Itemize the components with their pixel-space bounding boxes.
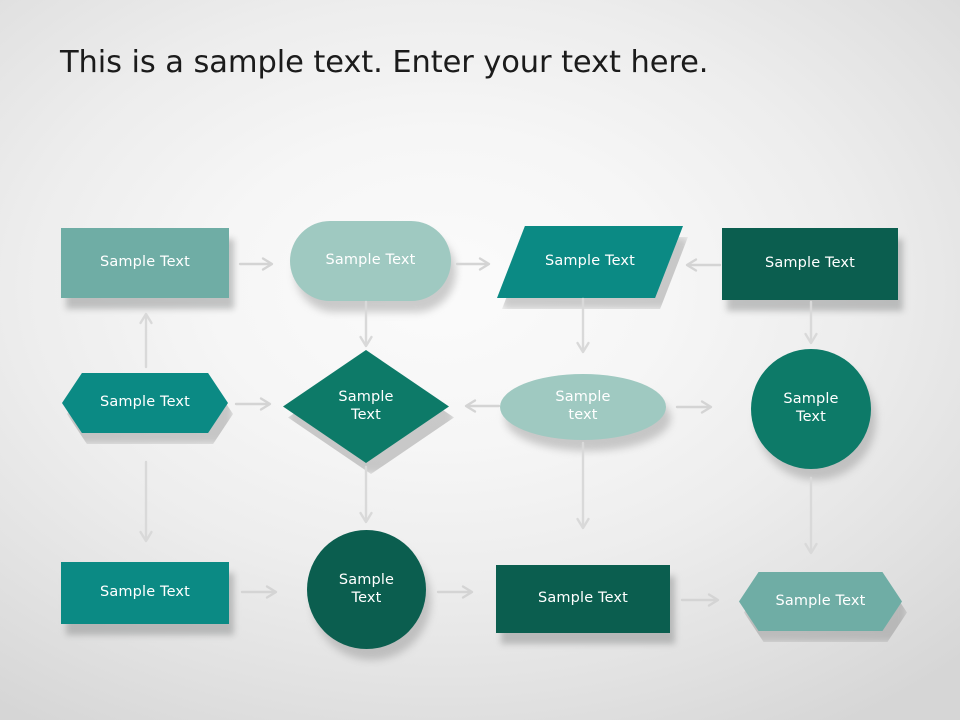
flow-node-label-r2c1: Sample Text: [100, 394, 190, 411]
shape-fill-r1c2: [290, 221, 451, 301]
flow-node-label-r1c1: Sample Text: [100, 254, 190, 271]
connector-arrow-r1c4-to-r2c4: [803, 300, 819, 352]
flow-node-r2c3[interactable]: Sample text: [500, 374, 666, 440]
connector-arrow-r3c2-to-r3c3: [436, 584, 483, 600]
shape-fill-r2c1: [62, 373, 228, 433]
connector-arrow-r1c2-to-r1c3: [455, 256, 498, 272]
flow-node-label-r2c4: Sample Text: [777, 391, 844, 426]
connector-arrow-r1c4-to-r1c3: [678, 257, 722, 273]
flow-node-r3c1[interactable]: Sample Text: [61, 562, 229, 624]
shape-fill-r1c4: [722, 228, 898, 300]
flow-node-r3c2[interactable]: Sample Text: [307, 530, 426, 649]
flow-node-label-r2c3-line2: text: [568, 407, 598, 423]
connector-arrow-r2c1-to-r2c2: [234, 396, 281, 412]
connector-arrow-r2c1-to-r3c1: [138, 460, 154, 552]
connector-arrow-r1c3-to-r2c3: [575, 297, 591, 361]
flow-node-r2c4[interactable]: Sample Text: [751, 349, 871, 469]
shape-fill-r1c3: [497, 226, 683, 298]
flow-node-r1c4[interactable]: Sample Text: [722, 228, 898, 300]
connector-arrow-r3c1-to-r3c2: [240, 584, 287, 600]
flow-node-label-r3c3: Sample Text: [538, 590, 628, 607]
flow-node-r2c2[interactable]: Sample Text: [283, 350, 449, 463]
shape-fill-r3c4: [739, 572, 902, 631]
connector-arrow-r1c2-to-r2c2: [358, 300, 374, 354]
slide-title: This is a sample text. Enter your text h…: [60, 45, 709, 80]
flow-node-label-r3c2: Sample Text: [333, 572, 400, 607]
flow-node-label-r2c4-line1: Sample: [783, 391, 839, 408]
connector-arrow-r1c1-to-r1c2: [238, 256, 281, 272]
shape-fill-r3c2: [307, 530, 426, 649]
connector-arrow-r2c3-to-r2c2: [455, 398, 501, 414]
flow-node-label-r2c3-line1: Sample: [555, 389, 611, 406]
flow-node-r3c3[interactable]: Sample Text: [496, 565, 670, 633]
flow-node-label-r1c4: Sample Text: [765, 255, 855, 272]
flow-node-label-r1c2: Sample Text: [325, 252, 416, 269]
connector-arrow-r2c3-to-r2c4: [675, 399, 722, 415]
connector-arrow-r2c3-to-r3c3: [575, 441, 591, 539]
shape-fill-r3c3: [496, 565, 670, 633]
shape-fill-r3c1: [61, 562, 229, 624]
flow-node-r1c3[interactable]: Sample Text: [497, 226, 683, 298]
flow-node-r2c1[interactable]: Sample Text: [62, 373, 228, 433]
connector-arrow-r2c1-to-r1c1: [138, 305, 154, 369]
shape-fill-r1c1: [61, 228, 229, 298]
flow-node-label-r2c3: Sample text: [549, 389, 616, 424]
shape-fill-r2c4: [751, 349, 871, 469]
connector-arrow-r2c2-to-r3c2: [358, 465, 374, 533]
flow-node-label-r3c4: Sample Text: [775, 592, 866, 609]
flow-node-label-r2c2-line2: Text: [351, 406, 381, 423]
flow-node-label-r2c4-line2: Text: [796, 409, 826, 425]
flow-node-label-r2c2-line1: Sample: [338, 388, 394, 405]
flow-node-label-r1c3: Sample Text: [545, 253, 635, 270]
flow-node-label-r3c1: Sample Text: [100, 584, 190, 601]
shape-fill-r2c3: [500, 374, 666, 440]
flow-node-label-r2c2: Sample Text: [332, 389, 399, 424]
flow-node-r1c2[interactable]: Sample Text: [290, 221, 451, 301]
flow-node-label-r3c2-line2: Text: [351, 589, 382, 606]
flow-node-label-r3c2-line1: Sample: [338, 571, 395, 588]
connector-arrow-r3c3-to-r3c4: [680, 592, 729, 608]
connector-arrow-r2c4-to-r3c4: [803, 476, 819, 564]
flow-node-r1c1[interactable]: Sample Text: [61, 228, 229, 298]
flow-node-r3c4[interactable]: Sample Text: [739, 572, 902, 631]
